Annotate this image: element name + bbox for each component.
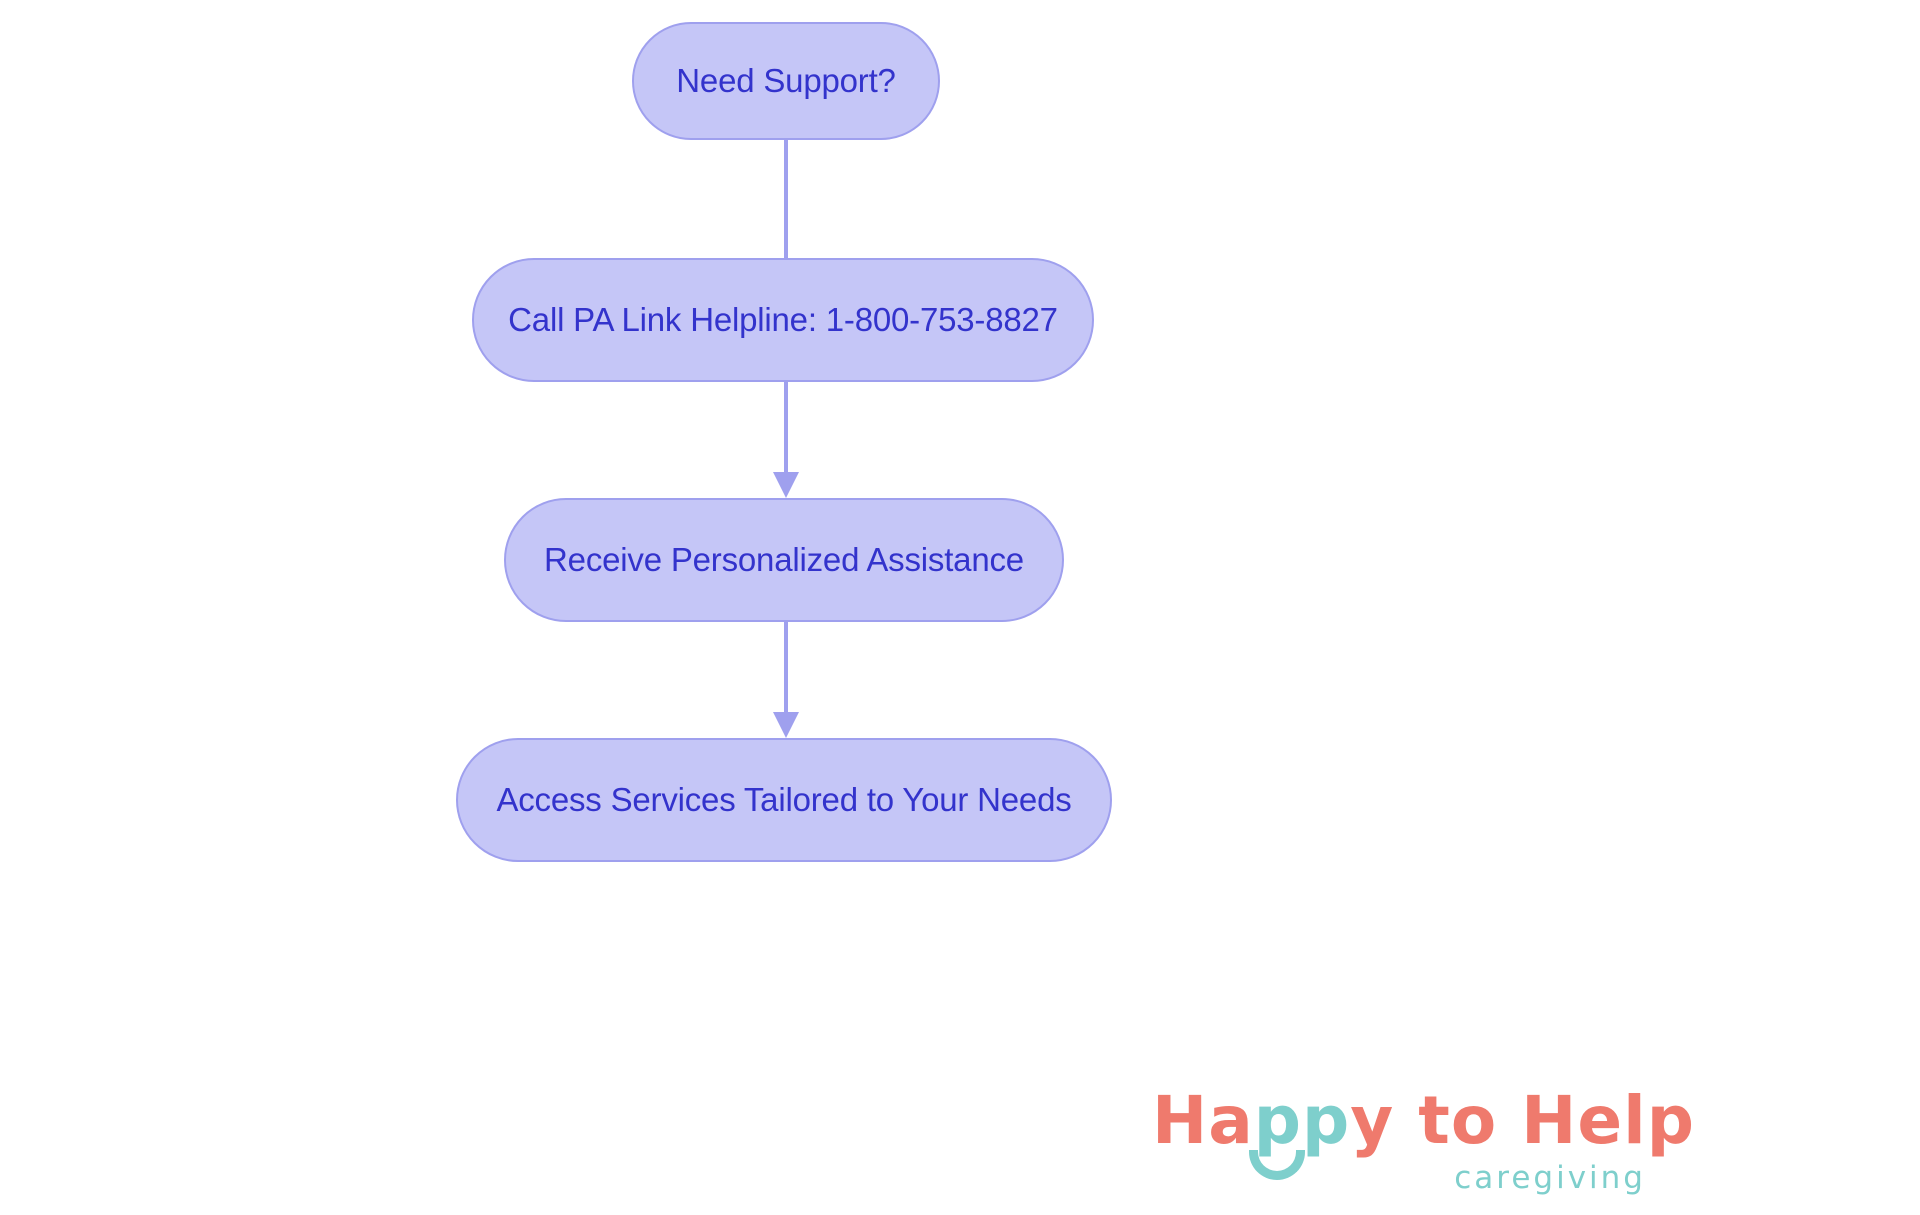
flowchart-connector-3 xyxy=(760,622,812,738)
flowchart-node-label: Access Services Tailored to Your Needs xyxy=(496,781,1072,818)
connector-line xyxy=(784,622,788,712)
connector-line xyxy=(784,382,788,472)
arrowhead-icon xyxy=(773,472,799,498)
flowchart-node-receive-assistance[interactable]: Receive Personalized Assistance xyxy=(504,498,1064,622)
flowchart-node-access-services[interactable]: Access Services Tailored to Your Needs xyxy=(456,738,1112,862)
flowchart-node-label: Receive Personalized Assistance xyxy=(544,541,1024,578)
logo-tagline: caregiving xyxy=(1454,1160,1646,1196)
smile-arc-icon xyxy=(1249,1150,1305,1180)
flowchart-node-need-support[interactable]: Need Support? xyxy=(632,22,940,140)
flowchart-node-label: Call PA Link Helpline: 1-800-753-8827 xyxy=(508,301,1058,338)
flowchart-node-call-helpline[interactable]: Call PA Link Helpline: 1-800-753-8827 xyxy=(472,258,1094,382)
logo-word-part-pp: pp xyxy=(1253,1082,1351,1159)
logo-word-part-2: y to Help xyxy=(1350,1082,1696,1159)
logo-word-part-1: Ha xyxy=(1152,1082,1254,1159)
flowchart-connector-2 xyxy=(760,382,812,498)
logo-wordmark: Happy to Help xyxy=(1152,1088,1695,1154)
brand-logo: Happy to Help caregiving xyxy=(1152,1088,1694,1198)
flowchart: Need Support? Call PA Link Helpline: 1-8… xyxy=(456,22,1112,862)
arrowhead-icon xyxy=(773,712,799,738)
connector-line xyxy=(784,140,788,288)
flowchart-node-label: Need Support? xyxy=(676,62,896,99)
